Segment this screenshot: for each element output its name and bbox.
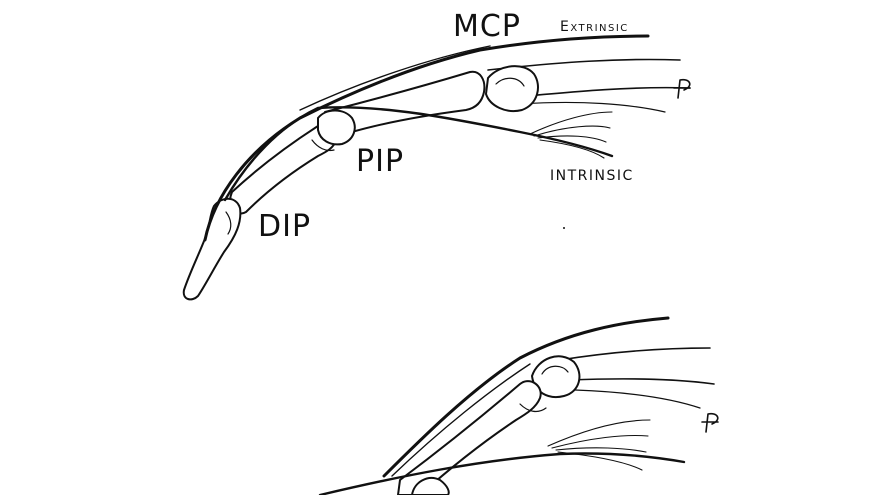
- intrinsic-muscle-fibers-bottom: [547, 419, 651, 471]
- middle-phalanx-bottom: [411, 476, 450, 495]
- extrinsic-tendon-bottom: [382, 316, 670, 478]
- pip-head: [317, 109, 356, 146]
- metacarpal-line-b1: [559, 347, 711, 361]
- intrinsic-muscle-fibers: [529, 111, 613, 159]
- extrinsic-tendon-edge-bottom: [391, 363, 531, 477]
- pip-shading-bottom: [519, 403, 547, 413]
- middle-phalanx: [229, 122, 338, 215]
- stray-mark: [563, 227, 565, 229]
- artist-signature-bottom: [701, 412, 719, 433]
- metacarpal-head: [485, 65, 539, 112]
- pip-shading: [311, 139, 335, 152]
- proximal-phalanx-bottom: [397, 380, 542, 495]
- extrinsic-tendon-edge: [299, 45, 491, 111]
- metacarpal-line-3: [519, 101, 666, 113]
- label-dip: DIP: [258, 209, 311, 244]
- label-intrinsic: INTRINSIC: [550, 168, 634, 184]
- mcp-shading: [495, 77, 525, 87]
- artist-signature-top: [673, 78, 691, 99]
- intrinsic-tendon: [223, 106, 614, 202]
- mcp-shading-bottom: [541, 365, 569, 375]
- intrinsic-tendon-bottom: [318, 452, 686, 495]
- finger-top: [182, 34, 691, 301]
- metacarpal-line-b3: [574, 389, 701, 409]
- metacarpal-line-b2: [569, 378, 715, 385]
- extrinsic-tendon: [203, 34, 650, 242]
- label-extrinsic: Extrinsic: [560, 19, 629, 35]
- dip-shading: [225, 211, 232, 235]
- finger-bottom: [318, 316, 719, 495]
- metacarpal-head-bottom: [531, 355, 581, 398]
- label-mcp: MCP: [453, 9, 521, 44]
- label-pip: PIP: [356, 144, 404, 179]
